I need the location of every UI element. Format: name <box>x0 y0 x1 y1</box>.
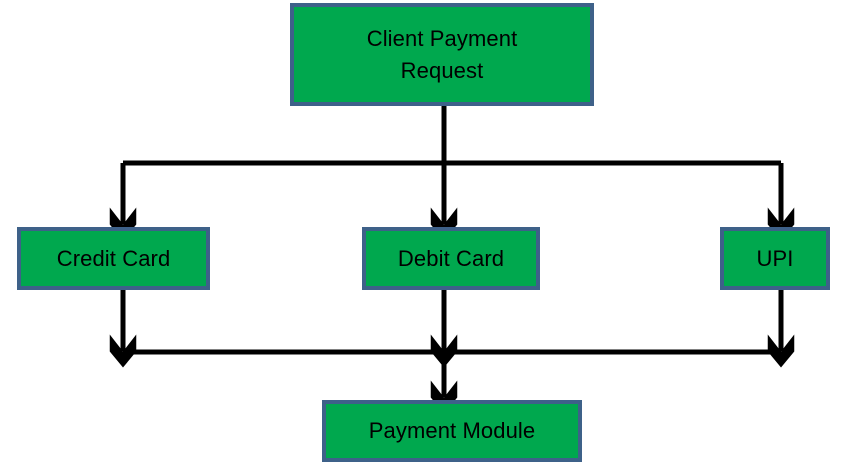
node-upi[interactable]: UPI <box>720 227 830 290</box>
node-debit-card[interactable]: Debit Card <box>362 227 540 290</box>
node-credit-card[interactable]: Credit Card <box>17 227 210 290</box>
node-payment-module[interactable]: Payment Module <box>322 400 582 462</box>
node-client-payment-request[interactable]: Client Payment Request <box>290 3 594 106</box>
